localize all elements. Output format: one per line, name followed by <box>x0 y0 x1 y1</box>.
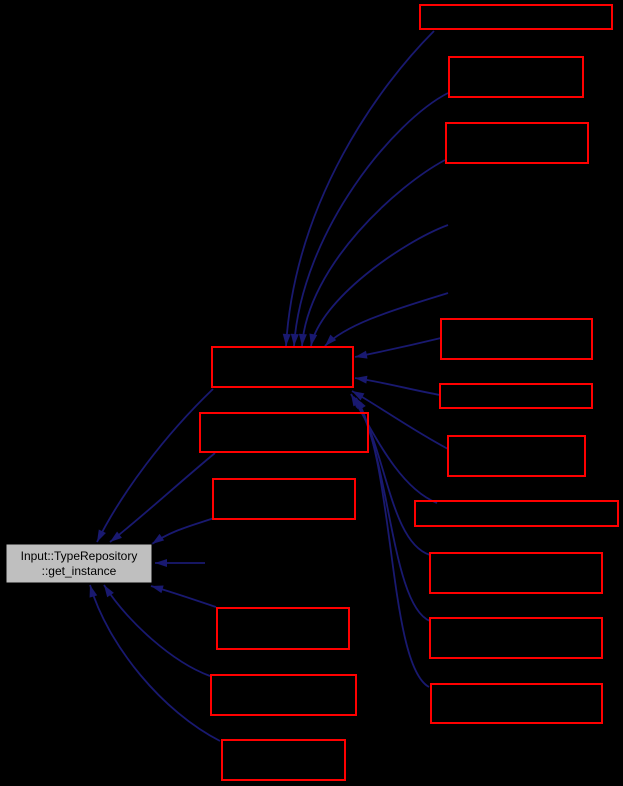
graph-edge-arrowhead <box>152 533 165 544</box>
graph-edge <box>293 92 449 347</box>
graph-edge <box>89 584 221 742</box>
graph-edge-arrowhead <box>104 585 114 598</box>
graph-node[interactable] <box>210 674 357 716</box>
focus-node-label-line1: Input::TypeRepository <box>21 549 138 563</box>
graph-node[interactable] <box>429 552 603 594</box>
graph-edge-arrowhead <box>355 350 368 359</box>
graph-node[interactable] <box>199 412 369 453</box>
graph-edge-arrowhead <box>355 375 368 384</box>
graph-edge-arrowhead <box>110 531 122 542</box>
graph-edge-arrowhead <box>290 333 299 346</box>
graph-node[interactable] <box>212 478 356 520</box>
graph-edge-arrowhead <box>298 333 307 346</box>
graph-node[interactable] <box>419 4 613 30</box>
graph-edge-arrowhead <box>325 334 337 346</box>
graph-node[interactable] <box>429 617 603 659</box>
graph-edge-arrowhead <box>352 391 365 401</box>
graph-edge <box>103 584 211 677</box>
graph-node[interactable] <box>216 607 350 650</box>
graph-edge-arrowhead <box>151 585 164 594</box>
graph-edge <box>285 30 435 347</box>
graph-node[interactable] <box>221 739 346 781</box>
graph-node[interactable] <box>439 383 593 409</box>
graph-edge-arrowhead <box>97 529 106 542</box>
graph-node[interactable] <box>445 122 589 164</box>
graph-node[interactable] <box>414 500 619 527</box>
graph-node[interactable] <box>448 56 584 98</box>
graph-node[interactable] <box>440 318 593 360</box>
graph-edge <box>310 224 449 347</box>
graph-edge <box>355 397 430 688</box>
graph-edge-arrowhead <box>155 559 167 567</box>
focus-node-label-line2: ::get_instance <box>42 564 117 578</box>
graph-node[interactable] <box>430 683 603 724</box>
graph-edge-arrowhead <box>309 333 318 346</box>
graph-edge-arrowhead <box>89 585 98 598</box>
graph-node[interactable] <box>447 435 586 477</box>
graph-edge <box>96 388 214 543</box>
graph-edge-arrowhead <box>356 398 366 411</box>
graph-edge <box>301 159 446 347</box>
graph-edge-arrowhead <box>282 333 291 346</box>
graph-node[interactable] <box>211 346 354 388</box>
focus-node: Input::TypeRepository ::get_instance <box>5 543 153 584</box>
